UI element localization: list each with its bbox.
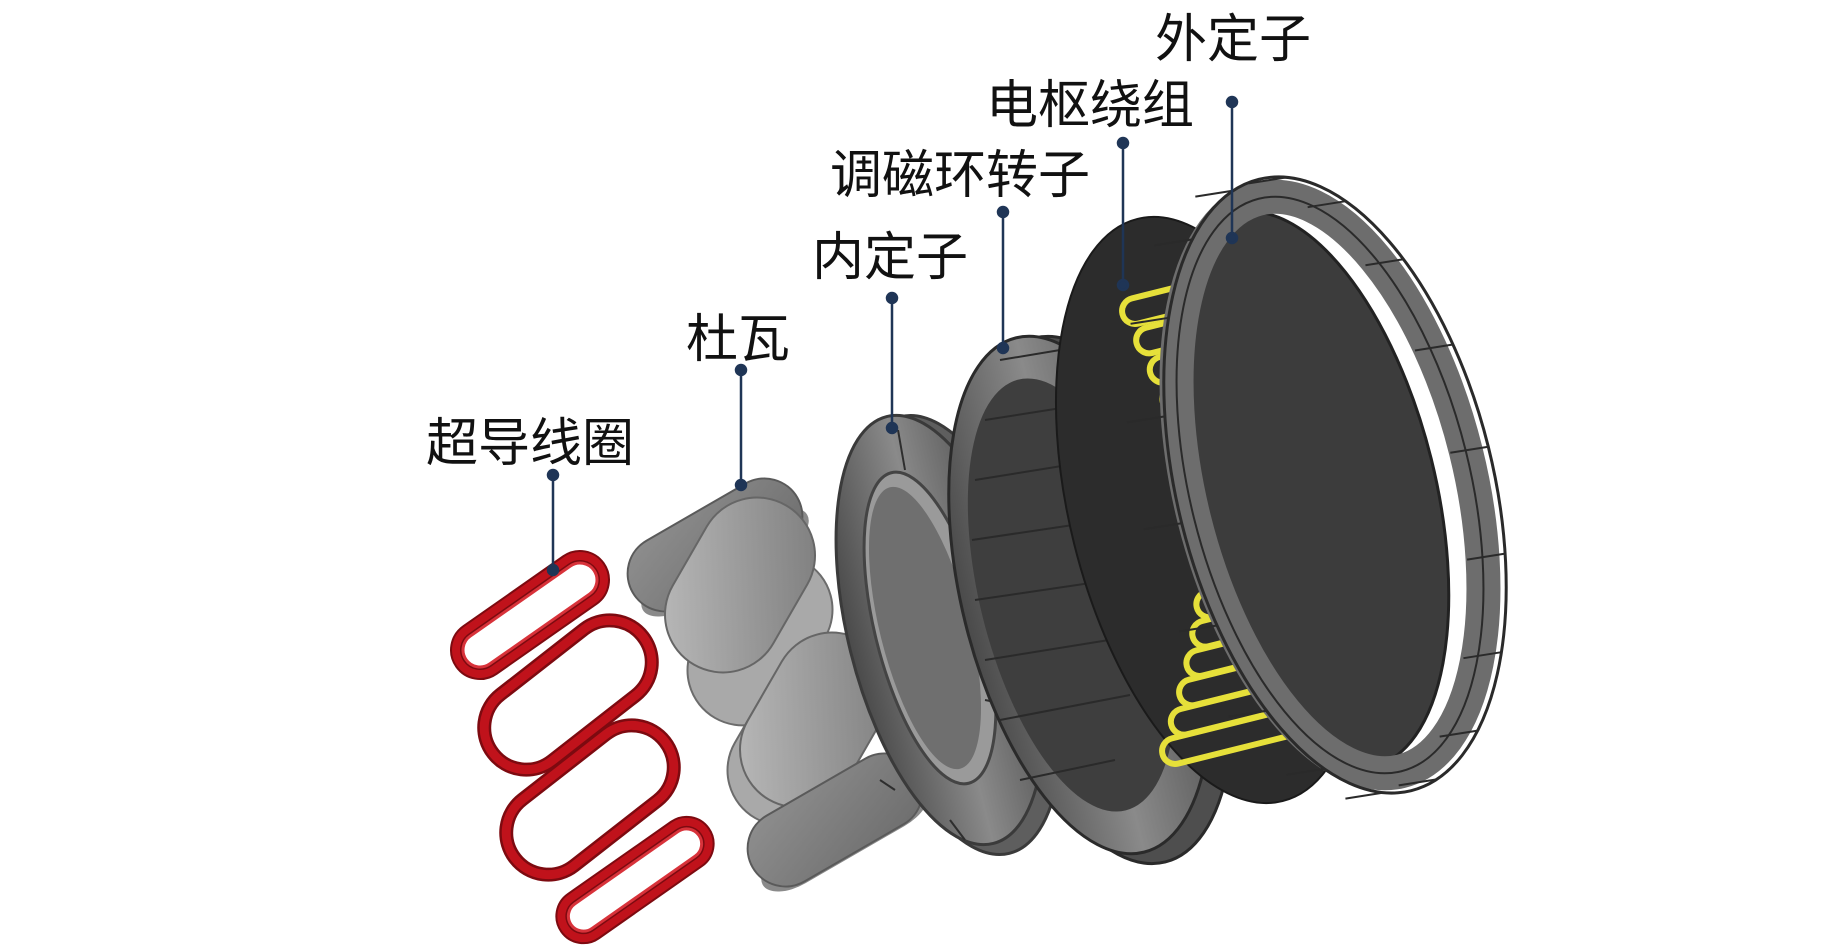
stator-segment-line [1450,445,1489,454]
outer-stator-segments [1126,176,1506,800]
stator-segment-line [1365,258,1404,267]
stator-segment-line [1178,624,1218,633]
stator-segment-line [1439,729,1478,738]
stator-segment-line [1286,767,1325,776]
leader-dewar [734,363,748,492]
leader-lines [546,95,1239,577]
stator-segment-line [1154,238,1193,247]
superconducting-coil-group [450,550,715,945]
stator-segment-line [1126,415,1166,424]
stator-segment-line [1228,709,1267,718]
leader-outer-stator [1225,95,1239,245]
label-dewar: 杜瓦 [686,310,791,370]
stator-segment-line [1195,189,1234,198]
dewar-puck-3 [664,496,816,674]
leader-armature-winding [1116,136,1130,292]
leader-modulating-ring-rotor [996,205,1010,355]
label-outer-stator: 外定子 [1155,10,1312,70]
leader-inner-stator [885,291,899,435]
coil-3 [499,718,681,882]
coil-4 [555,815,715,945]
dewar-group [626,477,929,892]
label-superconducting-coil: 超导线圈 [426,414,635,474]
stator-segment-line [1130,316,1169,325]
label-armature-winding: 电枢绕组 [986,76,1195,136]
leader-superconducting-coil [546,468,560,577]
label-inner-stator: 内定子 [812,228,969,288]
stator-segment-line [1143,522,1182,531]
coil-1 [450,550,610,680]
outer-stator [1126,175,1508,800]
stator-segment-line [1398,778,1437,787]
stator-segment-line [1463,651,1502,660]
coil-2 [477,613,659,777]
stator-segment-line [1466,552,1506,561]
stator-segment-line [1345,791,1384,800]
stator-segment-line [1414,343,1454,352]
stator-segment-line [1307,200,1346,209]
stator-segment-line [1248,176,1287,185]
label-modulating-ring-rotor: 调磁环转子 [830,146,1091,206]
inner-stator [834,413,1064,857]
